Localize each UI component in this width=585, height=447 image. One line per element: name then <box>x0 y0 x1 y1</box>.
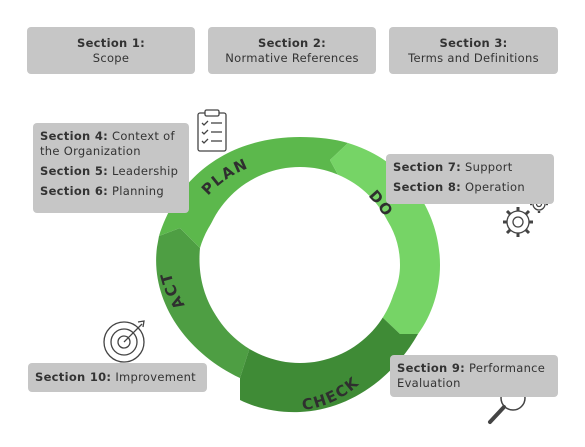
section-8-row: Section 8: Operation <box>393 180 525 194</box>
check-sections-box: Section 9: Performance Evaluation <box>390 355 558 397</box>
act-segment <box>156 228 250 378</box>
do-sections-box: Section 7: Support Section 8: Operation <box>386 154 554 204</box>
section-3-box: Section 3: Terms and Definitions <box>389 27 558 74</box>
section-7-row: Section 7: Support <box>393 160 513 174</box>
checklist-clipboard-icon <box>197 109 227 152</box>
section-3-subtitle: Terms and Definitions <box>408 51 539 65</box>
check-segment <box>240 315 418 413</box>
section-2-box: Section 2: Normative References <box>208 27 376 74</box>
act-sections-box: Section 10: Improvement <box>28 363 207 392</box>
section-10-row: Section 10: Improvement <box>35 370 196 384</box>
plan-sections-box: Section 4: Context of the Organization S… <box>33 123 189 213</box>
target-icon <box>103 320 145 363</box>
section-3-title: Section 3: <box>439 36 508 50</box>
section-5-row: Section 5: Leadership <box>40 164 179 178</box>
section-4-row: Section 4: Context of the Organization <box>40 129 175 158</box>
section-9-row: Section 9: Performance Evaluation <box>397 361 546 390</box>
section-2-title: Section 2: <box>257 36 327 50</box>
section-1-box: Section 1: Scope <box>27 27 195 74</box>
section-2-subtitle: Normative References <box>225 51 359 65</box>
plan-segment <box>159 137 348 248</box>
section-1-title: Section 1: <box>76 36 146 50</box>
section-1-subtitle: Scope <box>92 51 130 65</box>
section-6-row: Section 6: Planning <box>40 184 164 198</box>
